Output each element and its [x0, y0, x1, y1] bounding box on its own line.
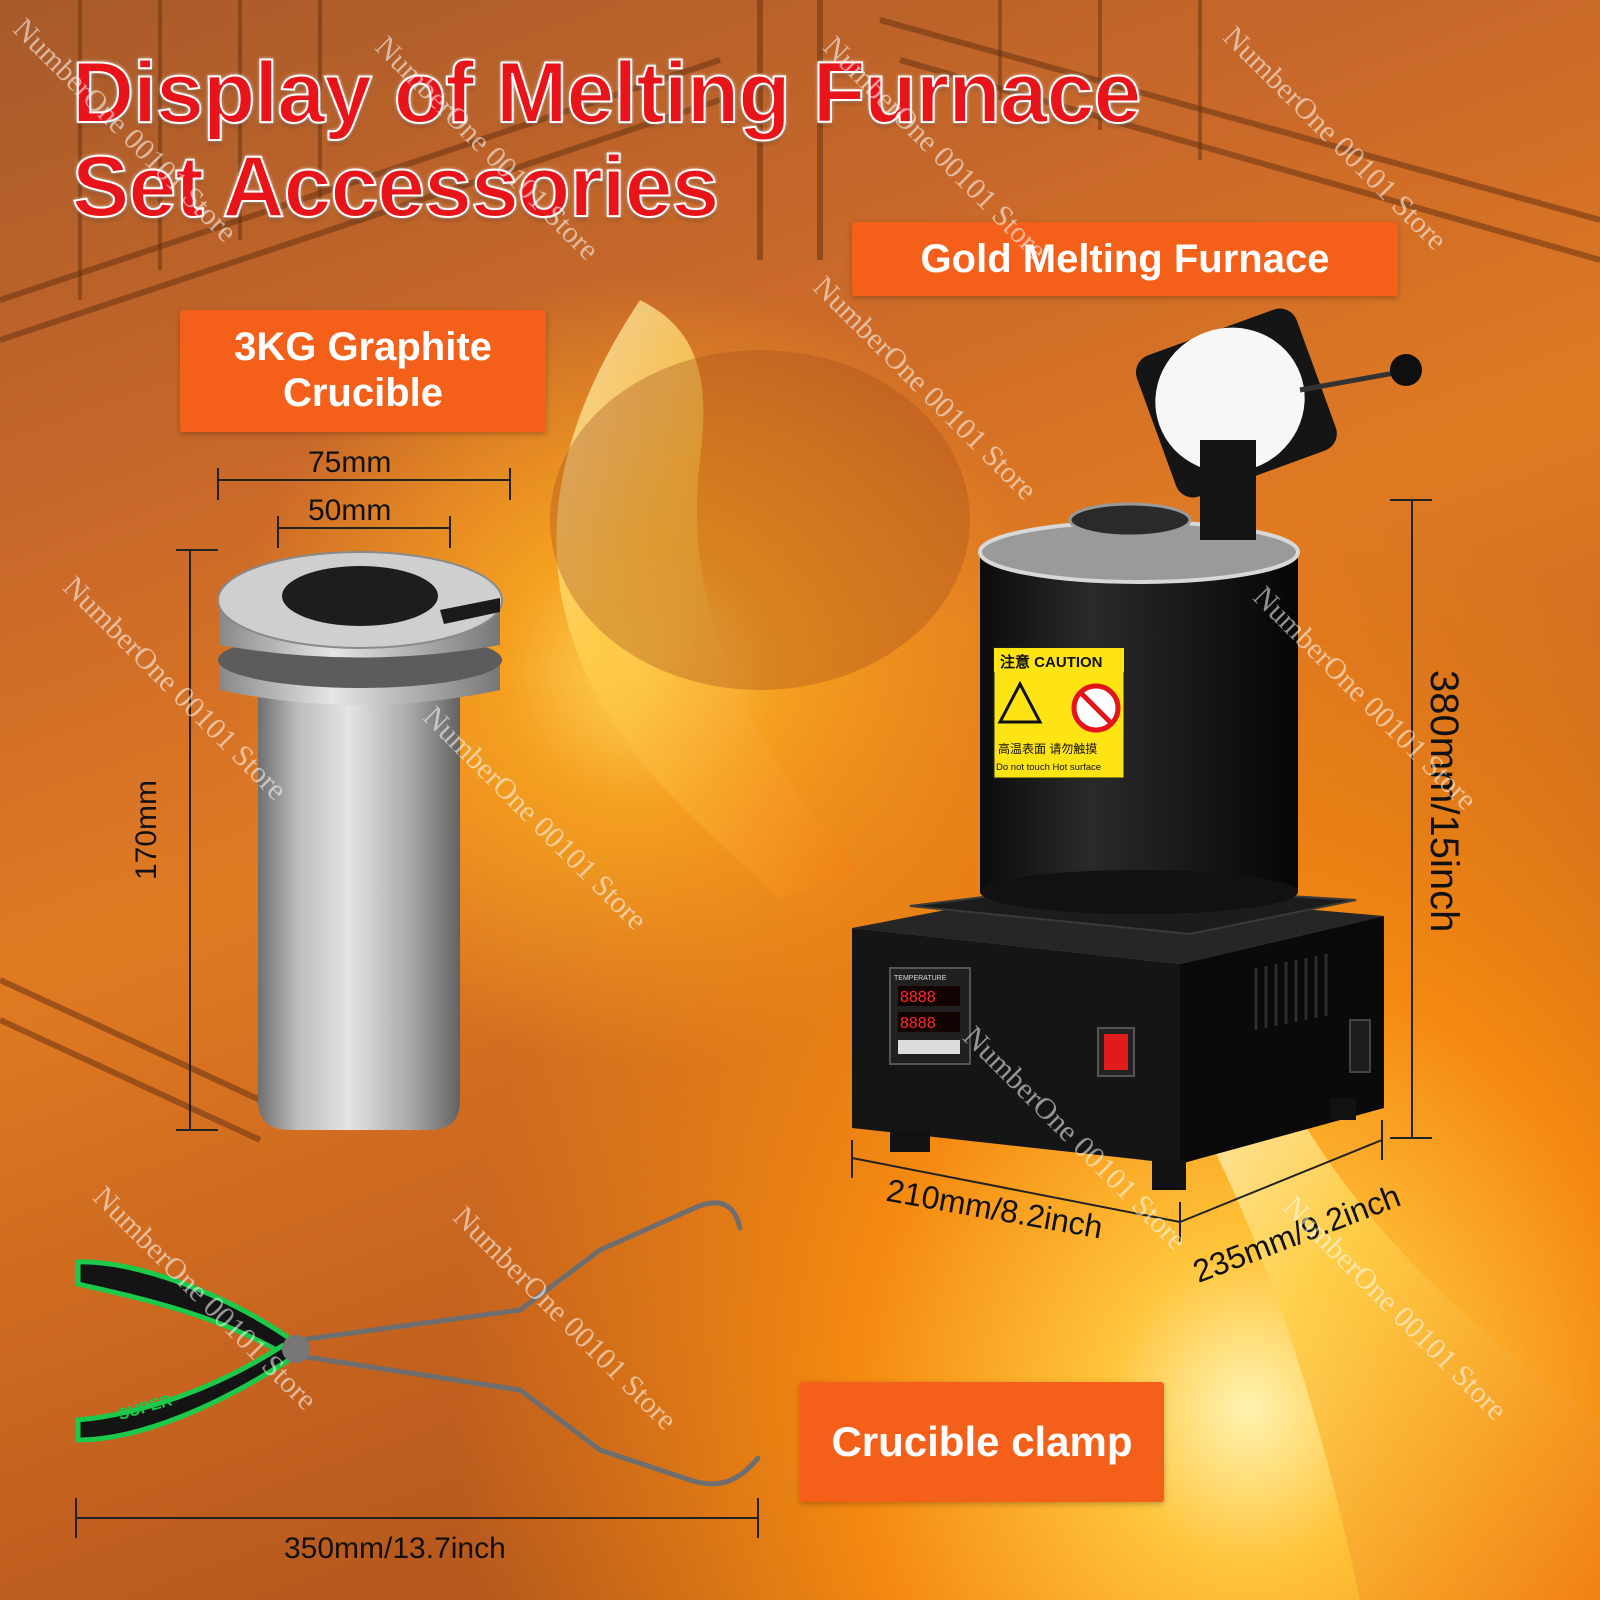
crucible-label-line-2: Crucible: [282, 371, 444, 415]
crucible-outer-diameter: 75mm: [308, 446, 392, 479]
crucible-label: 3KG Graphite Crucible: [180, 310, 546, 432]
clamp-label-text: Crucible clamp: [831, 1418, 1133, 1465]
crucible-height: 170mm: [130, 779, 163, 880]
title-line-1: Display of Melting Furnace: [71, 45, 1142, 141]
clamp-label: Crucible clamp: [800, 1382, 1164, 1502]
page-title: Display of Melting Furnace Set Accessori…: [71, 45, 1142, 235]
clamp-length: 350mm/13.7inch: [284, 1532, 506, 1565]
crucible-inner-diameter: 50mm: [308, 494, 392, 527]
furnace-label: Gold Melting Furnace: [852, 222, 1398, 296]
title-line-2: Set Accessories: [71, 139, 720, 235]
crucible-label-line-1: 3KG Graphite: [234, 325, 492, 369]
furnace-label-text: Gold Melting Furnace: [920, 237, 1330, 281]
